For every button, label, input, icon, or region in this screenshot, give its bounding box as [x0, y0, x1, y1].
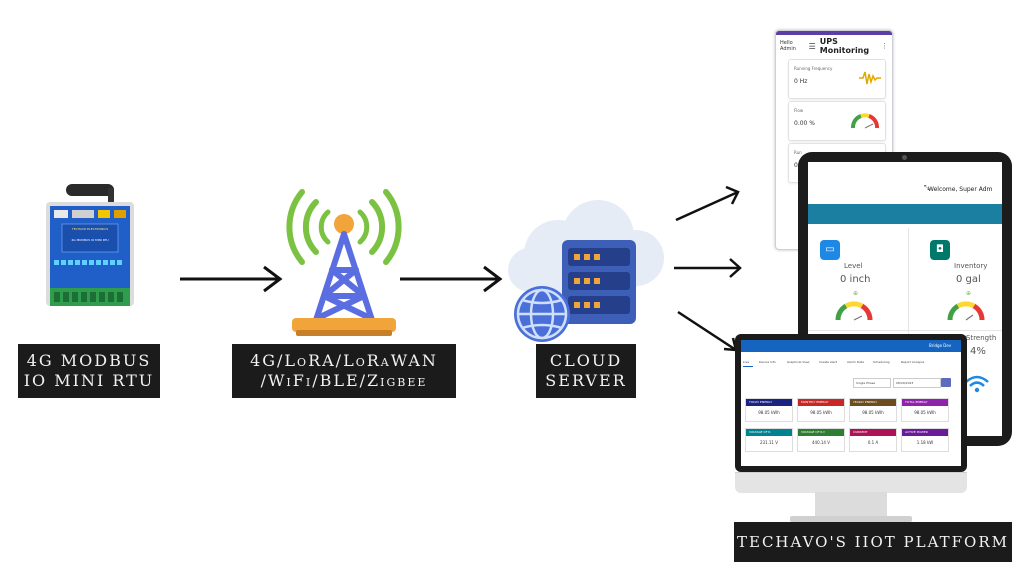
- gauge-icon: [851, 113, 879, 129]
- card-value: 1.18 kW: [916, 440, 934, 445]
- card-title: TODAY ENERGY: [746, 399, 792, 406]
- info-icon: ⊕: [966, 290, 972, 297]
- device-brand-label: TECHAVO ELECTRONICS: [71, 227, 109, 231]
- tile-inventory-label: Inventory: [954, 262, 988, 270]
- nav-create-alert[interactable]: Create Alert: [819, 360, 838, 364]
- card-title: VOLTAGE OF R: [746, 429, 792, 436]
- phone-title: UPS Monitoring: [819, 37, 870, 55]
- tile-inventory-value: 0 gal: [956, 274, 981, 285]
- phase-select-value: Single Phase: [856, 381, 876, 385]
- card-voltage-ry: VOLTAGE OF R-Y 440.14 V: [797, 428, 845, 452]
- info-icon: ⊕: [853, 290, 859, 297]
- device-model-label: 4G MODBUS IO MINI RTU: [71, 238, 109, 242]
- caption-cloud-line1: CLOUD: [549, 351, 623, 370]
- card-yearly-energy: YEARLY ENERGY 98.05 kWh: [849, 398, 897, 422]
- arrows-cloud-to-platform: [674, 185, 742, 352]
- tablet-camera: [902, 155, 907, 160]
- rtu-device: [40, 180, 140, 330]
- tablet-divider: [908, 228, 909, 436]
- caption-rtu-line1: 4G MODBUS: [26, 351, 152, 370]
- caption-rtu: 4G MODBUS IO MINI RTU: [18, 344, 160, 398]
- more-icon[interactable]: ⋮: [881, 42, 888, 50]
- nav-alarm-data[interactable]: Alarm Data: [847, 360, 864, 364]
- caption-cloud: CLOUD SERVER: [536, 344, 636, 398]
- card-title: TOTAL ENERGY: [902, 399, 948, 406]
- card-total-energy: TOTAL ENERGY 98.05 kWh: [901, 398, 949, 422]
- phone-card-flow: Flow 0.00 %: [788, 101, 886, 141]
- arrow-network-to-cloud: [400, 265, 503, 293]
- phone-card-frequency: Running Frequency 0 Hz: [788, 59, 886, 99]
- collapse-icon[interactable]: ⤡: [924, 184, 930, 192]
- tablet-header-bar: [808, 204, 1002, 224]
- card-title: CURRENT: [850, 429, 896, 436]
- tile-level-value: 0 inch: [840, 274, 871, 285]
- tablet-hdivider: [808, 330, 1002, 331]
- phone-greeting: Hello Admin: [780, 40, 796, 52]
- card-title: VOLTAGE OF R-Y: [798, 429, 844, 436]
- caption-cloud-line2: SERVER: [545, 371, 627, 390]
- search-button[interactable]: [941, 378, 951, 387]
- card-today-energy: TODAY ENERGY 98.05 kWh: [745, 398, 793, 422]
- inventory-gauge: [947, 301, 985, 321]
- phone-header: Hello Admin ☰ UPS Monitoring ⋮: [776, 35, 892, 57]
- card-value: 0: [794, 162, 798, 169]
- nav-scheduling[interactable]: Scheduling: [873, 360, 890, 364]
- waveform-icon: [859, 71, 881, 85]
- caption-platform-text: TECHAVO'S IIOT PLATFORM: [737, 532, 1009, 551]
- card-value: 98.05 kWh: [810, 410, 832, 415]
- tile-strength-label: Strength: [966, 334, 997, 342]
- nav-live[interactable]: Live: [743, 360, 750, 364]
- monitor-topbar: [741, 340, 961, 352]
- tower-icon: [286, 189, 402, 336]
- card-value: 231.11 V: [759, 440, 778, 445]
- caption-platform: TECHAVO'S IIOT PLATFORM: [734, 522, 1012, 562]
- inventory-icon: ◘: [930, 240, 950, 260]
- monitor-stand: [815, 492, 887, 516]
- caption-rtu-line2: IO MINI RTU: [23, 371, 155, 390]
- card-label: Flow: [794, 108, 804, 113]
- card-monthly-energy: MONTHLY ENERGY 98.05 kWh: [797, 398, 845, 422]
- caption-network: 4G/LoRA/LoRaWAN /WiFi/BLE/Zigbee: [232, 344, 456, 398]
- caption-network-line1: 4G/LoRA/LoRaWAN: [250, 351, 438, 370]
- level-icon: ▭: [820, 240, 840, 260]
- phase-select[interactable]: Single Phase: [853, 378, 891, 388]
- card-label: Running Frequency: [794, 66, 833, 71]
- nav-graphical-view[interactable]: Graphical View: [787, 360, 810, 364]
- card-value: 0.00 %: [794, 120, 815, 127]
- card-current: CURRENT 0.1 A: [849, 428, 897, 452]
- caption-network-line2: /WiFi/BLE/Zigbee: [260, 371, 428, 390]
- card-voltage-r: VOLTAGE OF R 231.11 V: [745, 428, 793, 452]
- card-title: YEARLY ENERGY: [850, 399, 896, 406]
- nav-device-info[interactable]: Device Info: [759, 360, 776, 364]
- wifi-icon: [965, 375, 989, 393]
- card-title: MONTHLY ENERGY: [798, 399, 844, 406]
- card-value: 0.1 A: [867, 440, 879, 445]
- phone-status-bar: [776, 31, 892, 35]
- tile-level-label: Level: [844, 262, 863, 270]
- card-value: 440.14 V: [811, 440, 830, 445]
- card-title: ACTIVE POWER: [902, 429, 948, 436]
- tile-strength-value: 4%: [970, 346, 986, 357]
- monitor-base: [790, 516, 912, 522]
- monitor-chin: [735, 472, 967, 493]
- monitor-screen: Bridge Dev Live Device Info Graphical Vi…: [741, 340, 961, 466]
- arrow-rtu-to-network: [180, 265, 283, 293]
- card-active-power: ACTIVE POWER 1.18 kW: [901, 428, 949, 452]
- date-input[interactable]: 08/29/2023: [893, 378, 941, 388]
- nav-report-analysis[interactable]: Report Analysis: [901, 360, 925, 364]
- date-input-value: 08/29/2023: [896, 381, 914, 385]
- card-label: Run: [794, 150, 802, 155]
- hamburger-icon[interactable]: ☰: [808, 41, 816, 51]
- card-value: 98.05 kWh: [862, 410, 884, 415]
- tablet-welcome: Welcome, Super Adm: [928, 186, 993, 193]
- card-value: 98.05 kWh: [758, 410, 780, 415]
- cloud-server-icon: [508, 200, 664, 342]
- nav-underline: [743, 366, 753, 367]
- card-value: 98.05 kWh: [914, 410, 936, 415]
- card-value: 0 Hz: [794, 78, 808, 85]
- monitor-header-link[interactable]: Bridge Dev: [929, 343, 952, 348]
- level-gauge: [835, 301, 873, 321]
